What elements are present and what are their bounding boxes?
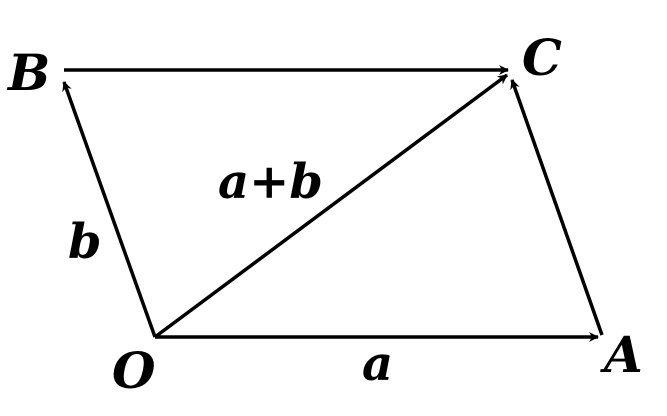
vector-label-sum: a+b [218,154,323,210]
vector-ac-arrow [510,79,604,336]
vector-label-a: a [362,336,393,392]
point-label-a: A [600,325,643,384]
point-label-o: O [112,341,156,400]
point-label-b: B [6,43,50,102]
point-label-c: C [522,28,562,87]
vector-oc-arrow [153,73,509,339]
vector-label-b: b [68,214,102,270]
vector-ob-arrow [62,81,157,338]
